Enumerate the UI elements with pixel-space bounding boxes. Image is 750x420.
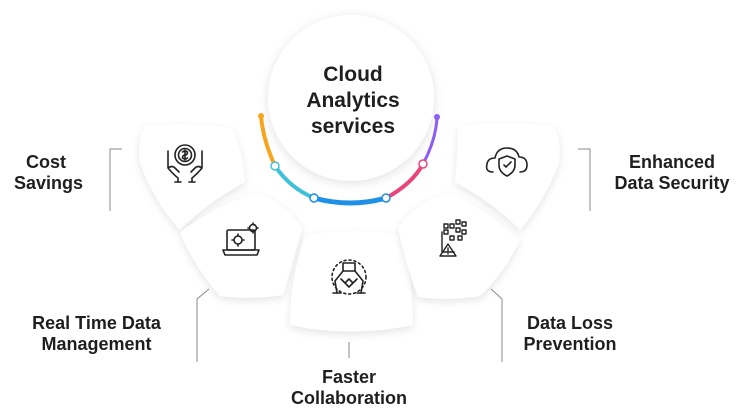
arc-node: [381, 193, 391, 203]
segment-enhanced-security: [455, 123, 560, 230]
hands-money-icon: [167, 144, 203, 183]
label-line: Prevention: [523, 334, 617, 354]
connector-real-time-data: [196, 288, 210, 362]
label-real-time-data: Real Time Data Management: [14, 313, 179, 355]
arc-node: [270, 161, 280, 171]
label-line: Faster: [321, 367, 377, 387]
center-circle: [268, 15, 434, 181]
connector-data-loss: [490, 288, 503, 362]
center-title: Cloud Analytics services: [283, 62, 423, 140]
arc-node: [418, 159, 428, 169]
label-faster-collaboration: Faster Collaboration: [274, 367, 424, 409]
arc-node: [309, 193, 319, 203]
label-enhanced-security: Enhanced Data Security: [598, 152, 746, 194]
label-line: Data Security: [614, 173, 730, 193]
center-title-line: Analytics: [306, 89, 400, 112]
label-line: Enhanced: [628, 152, 716, 172]
hands-together-icon: [331, 259, 367, 295]
label-line: Cost: [26, 152, 66, 172]
label-cost-savings: Cost Savings: [14, 152, 84, 194]
data-warning-icon: [439, 219, 467, 257]
label-line: Data Loss: [526, 313, 614, 333]
label-line: Collaboration: [291, 388, 407, 408]
arc-cyan: [273, 164, 316, 200]
label-data-loss-prevention: Data Loss Prevention: [505, 313, 635, 355]
connector-enhanced-security: [578, 148, 591, 211]
laptop-gear-icon: [222, 222, 260, 256]
segment-data-loss-prevention: [398, 193, 520, 299]
arc-node: [258, 113, 264, 119]
label-line: Savings: [14, 173, 84, 193]
center-title-line: services: [310, 115, 396, 138]
arc-node: [434, 114, 440, 120]
label-line: Management: [41, 334, 152, 354]
segment-real-time-data: [180, 193, 302, 298]
label-line: Real Time Data: [32, 313, 161, 333]
connector-cost-savings: [109, 148, 122, 211]
arc-blue: [311, 195, 389, 206]
cloud-shield-icon: [485, 147, 528, 177]
center-title-line: Cloud: [323, 63, 383, 86]
